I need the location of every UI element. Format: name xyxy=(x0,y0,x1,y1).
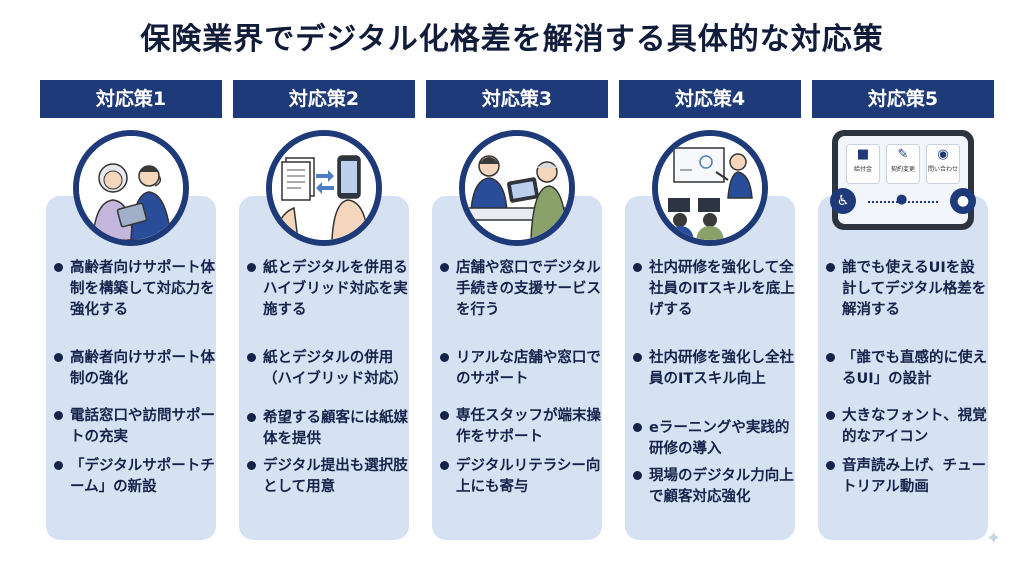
bullet-icon xyxy=(247,263,256,272)
bullet-icon xyxy=(440,461,449,470)
paper-to-phone-icon xyxy=(266,130,382,246)
column-2: 対応策2 紙とデジタルを併用るハイブリッド対応を実施する 紙とデジタルの併用（ハ… xyxy=(233,80,415,542)
tile-benefits: ■ 給付金 xyxy=(846,144,880,184)
column-header: 対応策3 xyxy=(426,80,608,118)
column-panel xyxy=(625,196,795,540)
bullet-icon xyxy=(247,353,256,362)
column-5: 対応策5 ■ 給付金 ✎ 契約変更 ◉ 問い合わせ ♿ ● ● 誰でも使え xyxy=(812,80,994,542)
column-panel xyxy=(46,196,216,540)
bullet-icon xyxy=(440,263,449,272)
bullet-icon xyxy=(826,263,835,272)
document-edit-icon: ✎ xyxy=(897,147,909,162)
tablet-screen: ■ 給付金 ✎ 契約変更 ◉ 問い合わせ ♿ ● ● xyxy=(830,136,976,224)
bullet-icon xyxy=(54,411,63,420)
dotted-divider xyxy=(868,201,938,203)
microphone-icon: ● xyxy=(896,192,908,207)
bullet-icon xyxy=(826,353,835,362)
bullet-icon xyxy=(54,263,63,272)
chat-bubble-icon: ◉ xyxy=(937,147,949,162)
column-header: 対応策1 xyxy=(40,80,222,118)
microphone-icon: ● xyxy=(950,188,976,214)
bullet-icon xyxy=(633,353,642,362)
tile-contract-change: ✎ 契約変更 xyxy=(886,144,920,184)
bullet-icon xyxy=(633,423,642,432)
bullet-icon xyxy=(247,461,256,470)
bullet-icon xyxy=(440,353,449,362)
column-4: 対応策4 社内研修を強化して全社員のITスキルを底上げする 社内研修を強化し全社… xyxy=(619,80,801,542)
column-panel xyxy=(239,196,409,540)
column-header: 対応策2 xyxy=(233,80,415,118)
tile-inquiry: ◉ 問い合わせ xyxy=(926,144,960,184)
money-icon: ■ xyxy=(856,147,870,162)
bullet-icon xyxy=(826,461,835,470)
bullet-icon xyxy=(247,413,256,422)
elderly-support-icon xyxy=(73,130,189,246)
column-header: 対応策4 xyxy=(619,80,801,118)
bullet-icon xyxy=(633,263,642,272)
column-3: 対応策3 店舗や窓口でデジタル手続きの支援サービスを行う リアルな店舗や窓口での… xyxy=(426,80,608,542)
accessibility-row: ♿ ● ● xyxy=(830,188,976,216)
column-panel xyxy=(432,196,602,540)
wheelchair-icon: ♿ xyxy=(830,188,856,214)
column-1: 対応策1 高齢者向けサポート体制を構築して対応力を強化する 高齢者向けサポート体… xyxy=(40,80,222,542)
bullet-icon xyxy=(54,353,63,362)
bullet-icon xyxy=(54,461,63,470)
bullet-icon xyxy=(633,471,642,480)
it-training-icon xyxy=(652,130,768,246)
bullet-icon xyxy=(826,411,835,420)
column-header: 対応策5 xyxy=(812,80,994,118)
accessible-ui-tablet-icon: ■ 給付金 ✎ 契約変更 ◉ 問い合わせ ♿ ● ● xyxy=(830,130,976,230)
sparkle-icon: ✦ xyxy=(986,528,1002,549)
page-title: 保険業界でデジタル化格差を解消する具体的な対応策 xyxy=(140,22,884,57)
counter-support-icon xyxy=(459,130,575,246)
column-panel xyxy=(818,196,988,540)
bullet-icon xyxy=(440,411,449,420)
